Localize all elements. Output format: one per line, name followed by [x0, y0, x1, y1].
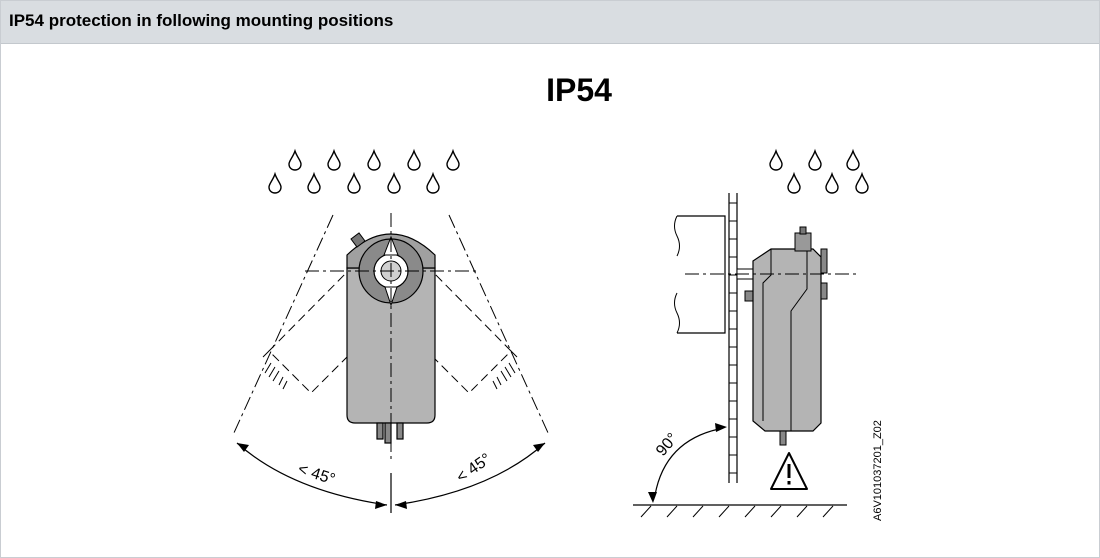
side-tab-lower	[820, 282, 828, 300]
angle-left-label: < 45°	[296, 461, 337, 489]
side-tab-upper	[820, 248, 828, 274]
ghost-connectors	[264, 362, 516, 390]
angle-right-label: < 45°	[454, 451, 495, 487]
angle-arcs	[236, 442, 546, 506]
raindrops-left	[268, 148, 460, 194]
actuator-side-view: 90°	[633, 193, 857, 518]
panel-title: IP54 protection in following mounting po…	[9, 11, 394, 30]
ground-hatch	[633, 504, 847, 518]
panel-header: IP54 protection in following mounting po…	[1, 1, 1099, 44]
top-gland	[794, 232, 812, 252]
housing-seam	[762, 249, 772, 421]
mounting-position-figure: IP54	[1, 43, 1099, 557]
side-cable	[779, 430, 787, 446]
actuator-side-housing	[752, 248, 822, 432]
arc-arrowheads	[237, 443, 545, 509]
wall-angle-label: 90°	[653, 430, 682, 459]
raindrops-right	[769, 148, 869, 194]
bottom-cables	[376, 422, 404, 444]
wall-angle-arc	[654, 428, 720, 496]
ip54-heading: IP54	[546, 72, 612, 108]
duct-break-bottom	[674, 292, 680, 334]
wall-arc-arrow-bottom	[648, 492, 657, 503]
raindrop-icon	[769, 148, 869, 194]
wall-arc-arrow-top	[715, 423, 727, 432]
actuator-front-view: < 45° < 45°	[232, 213, 550, 513]
warning-triangle-icon	[770, 452, 808, 490]
duct	[677, 215, 726, 334]
mounting-diagram: IP54	[232, 72, 884, 521]
drawing-id: A6V101037201_Z02	[872, 420, 884, 521]
cable-gland	[350, 232, 366, 248]
center-lines	[232, 213, 550, 463]
raindrop-icon	[268, 148, 460, 194]
housing-ridge	[790, 249, 808, 431]
mounting-wall	[728, 193, 738, 483]
duct-break-top	[674, 215, 680, 257]
top-gland-tip	[799, 226, 807, 235]
mount-clip	[744, 290, 754, 302]
